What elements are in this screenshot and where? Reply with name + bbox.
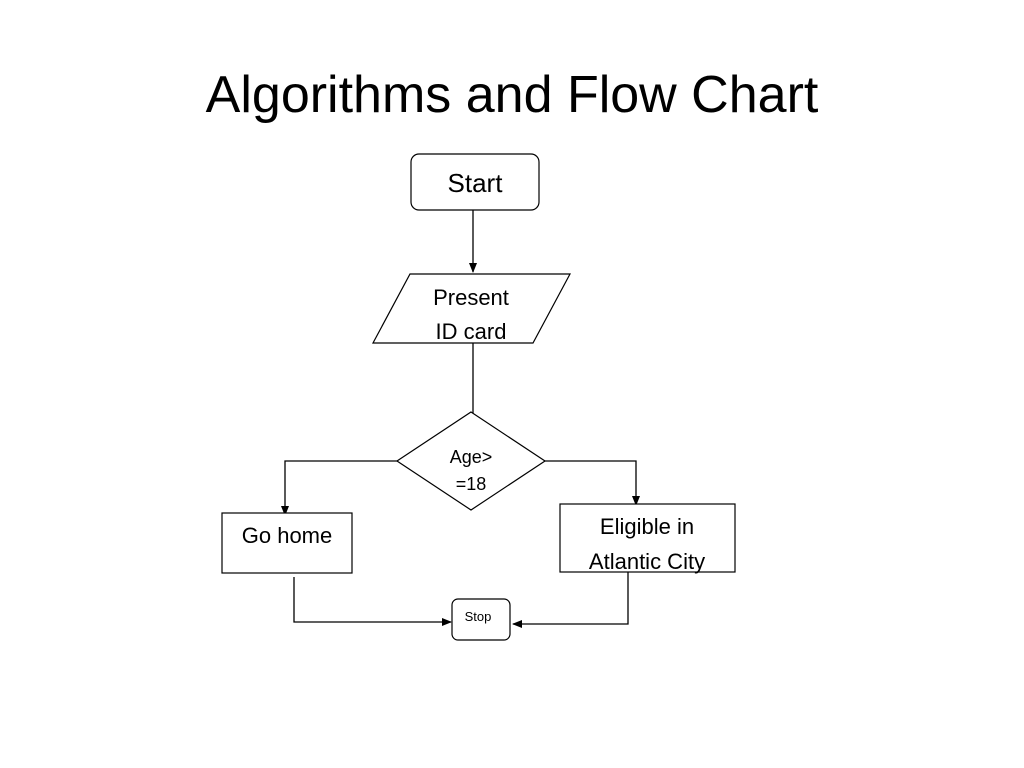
stop-terminator (451, 598, 511, 641)
connector-decision-to-go-home (281, 460, 400, 516)
stop-label: Stop (465, 609, 492, 624)
eligible-label-line1: Eligible in (600, 514, 694, 539)
decision-diamond (395, 411, 547, 511)
eligible-box (559, 503, 736, 573)
slide-title: Algorithms and Flow Chart (205, 66, 819, 124)
eligible-label-line2: Atlantic City (589, 549, 705, 574)
input-label-line2: ID card (436, 319, 507, 344)
connector-go-home-to-stop (293, 577, 452, 626)
decision-label-line2: =18 (456, 474, 487, 494)
start-label: Start (448, 168, 504, 198)
connector-decision-to-eligible (543, 460, 640, 506)
input-label-line1: Present (433, 285, 509, 310)
go-home-label: Go home (242, 523, 333, 548)
connector-eligible-to-stop (512, 572, 629, 628)
input-parallelogram (371, 273, 572, 344)
decision-label-line1: Age> (450, 447, 493, 467)
go-home-box (221, 512, 353, 574)
start-terminator (410, 153, 540, 211)
